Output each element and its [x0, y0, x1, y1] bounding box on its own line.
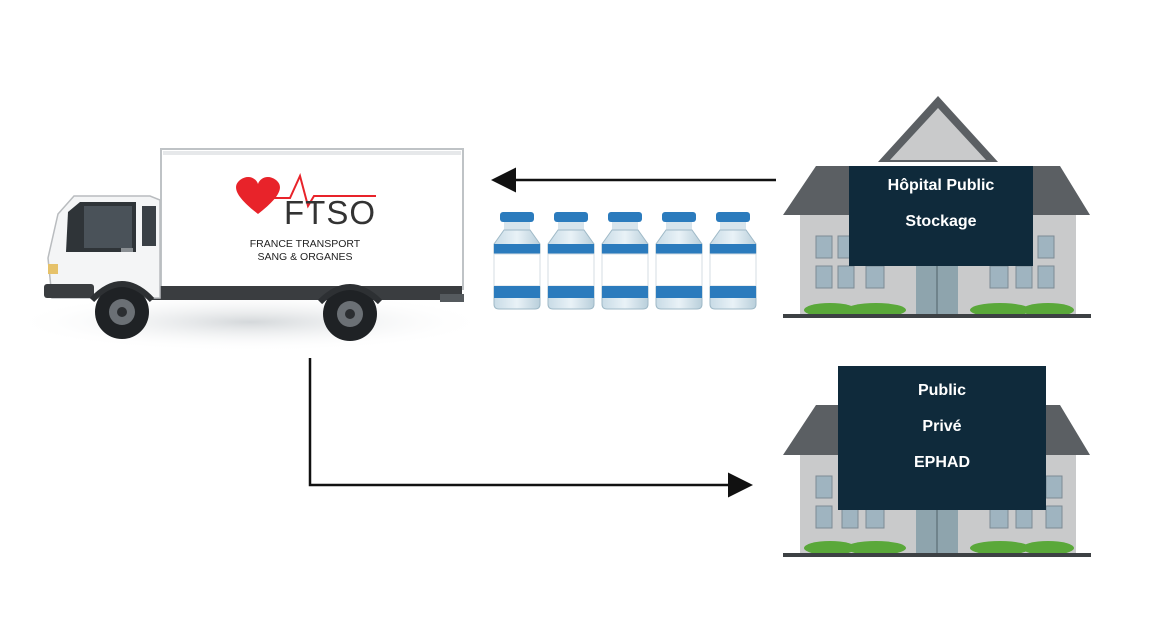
front-wheel — [95, 285, 149, 339]
logo-subtitle-line1: FRANCE TRANSPORT — [249, 238, 361, 250]
truck-bumper — [44, 284, 94, 298]
building-bottom-hedge — [804, 541, 1074, 555]
ftso-logo: FTSO — [230, 172, 380, 267]
hospital-label-box: Hôpital Public Stockage — [849, 166, 1033, 266]
truck-shadow — [10, 292, 490, 352]
truck-chassis — [150, 286, 462, 300]
building-top-roof-left — [783, 166, 870, 215]
building-top-hedge — [804, 303, 1074, 317]
cargo-box — [160, 148, 464, 290]
vial — [655, 212, 703, 310]
ftso-logo-heart — [236, 173, 376, 214]
facilities-label-line1: Public — [917, 382, 966, 399]
vial — [493, 212, 541, 310]
ftso-logo-text: FTSO — [284, 194, 376, 231]
vial — [601, 212, 649, 310]
vial — [547, 212, 595, 310]
hospital-label-line2: Stockage — [905, 213, 977, 230]
arrow-truck-to-facilities — [308, 358, 753, 498]
vial — [709, 212, 757, 310]
facilities-label-line2: Privé — [922, 418, 962, 435]
logo-subtitle-line2: SANG & ORGANES — [257, 251, 353, 263]
vial-group — [493, 212, 757, 310]
hospital-label-line1: Hôpital Public — [887, 177, 995, 194]
truck-side-window — [142, 206, 156, 246]
rear-wheel — [323, 287, 377, 341]
truck — [10, 148, 490, 352]
facilities-label-box: Public Privé EPHAD — [838, 366, 1046, 510]
facilities-label-line3: EPHAD — [913, 454, 970, 471]
